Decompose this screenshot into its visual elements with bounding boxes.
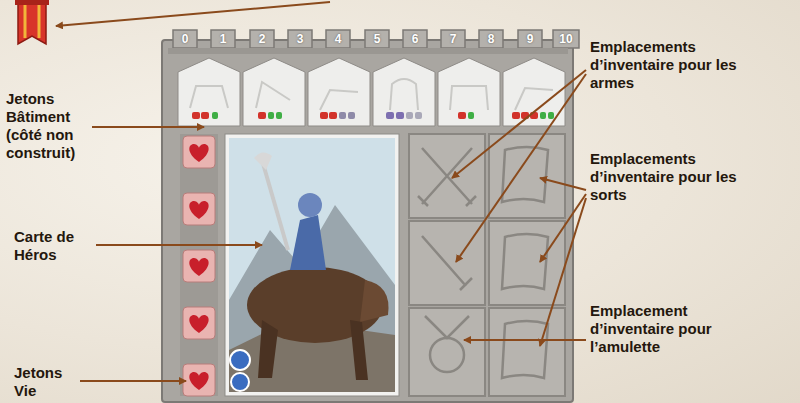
callout-label: Jetons Vie <box>14 364 78 400</box>
callout-label: Carte de Héros <box>14 228 86 264</box>
callout-label: Emplacement d’inventaire pour l’amulette <box>590 302 716 356</box>
leader-lines <box>56 2 586 381</box>
track-number: 8 <box>477 32 505 46</box>
callout-label: Emplacements d’inventaire pour les armes <box>590 38 740 92</box>
track-number: 10 <box>552 32 580 46</box>
track-number: 7 <box>439 32 467 46</box>
track-number: 6 <box>401 32 429 46</box>
callout-label: Emplacements d’inventaire pour les sorts <box>590 150 740 204</box>
life-tokens <box>180 134 218 396</box>
track-number: 4 <box>324 32 352 46</box>
hero-card <box>225 134 399 396</box>
player-board <box>162 30 579 402</box>
score-flag <box>15 0 49 44</box>
track-number: 3 <box>286 32 314 46</box>
track-number: 9 <box>516 32 544 46</box>
track-number: 1 <box>209 32 237 46</box>
callout-label: Jetons Bâtiment (côté non construit) <box>6 90 90 162</box>
track-number: 5 <box>363 32 391 46</box>
track-number: 0 <box>171 32 199 46</box>
inventory-slots <box>409 134 565 396</box>
track-number: 2 <box>248 32 276 46</box>
